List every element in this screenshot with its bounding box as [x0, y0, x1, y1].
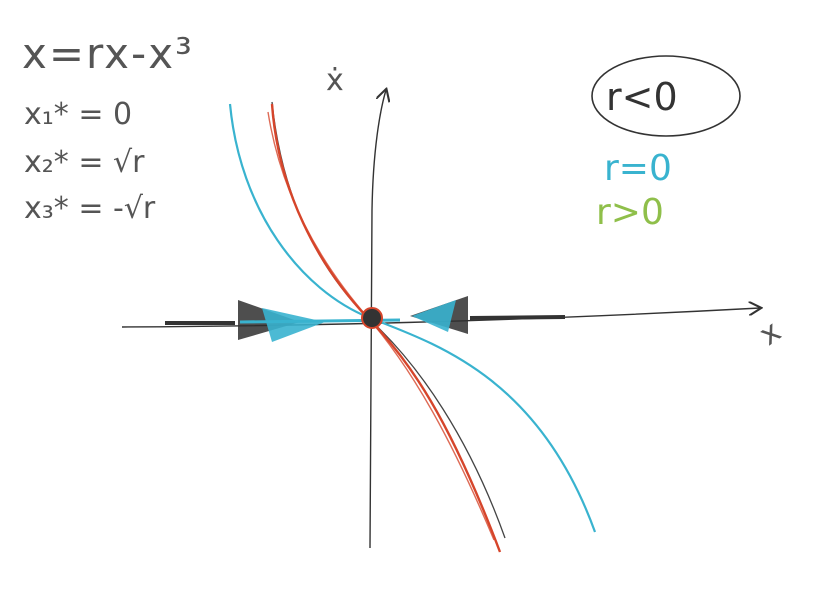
legend: r<0 r=0 r>0 [591, 55, 741, 233]
legend-circle [591, 55, 741, 137]
right-flow-line [469, 315, 566, 320]
fixed-point-1: x₁* = 0 [24, 97, 132, 132]
arrowhead-icon [412, 300, 456, 332]
legend-r-positive: r>0 [596, 192, 664, 233]
fixed-point-3: x₃* = -√r [24, 191, 156, 226]
horizontal-axis [121, 308, 760, 328]
fixed-point-dot-icon [361, 307, 383, 329]
legend-r-negative: r<0 [606, 75, 678, 119]
fixed-point-2: x₂* = √r [24, 145, 145, 180]
vertical-axis [369, 90, 386, 549]
vertical-axis-label: ẋ [326, 63, 344, 98]
arrowhead-icon [262, 308, 325, 342]
legend-r-zero: r=0 [604, 148, 672, 189]
equation: x=rx-x³ [22, 29, 194, 78]
horizontal-axis-label: x [753, 314, 788, 353]
